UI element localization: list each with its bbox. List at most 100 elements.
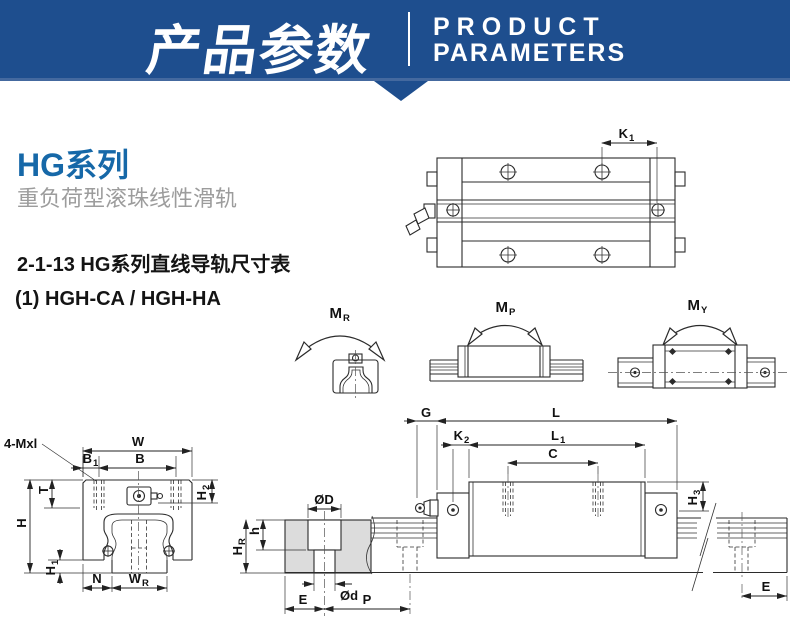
dim-label-w: W bbox=[132, 434, 145, 449]
banner-pointer-triangle bbox=[374, 81, 428, 101]
dim-label-e-end: E bbox=[762, 579, 771, 594]
dim-h2: H 2 bbox=[158, 479, 218, 504]
grease-nipple-side-icon bbox=[414, 499, 439, 517]
dim-k2: K 2 bbox=[441, 428, 470, 502]
dim-label-k2: K bbox=[454, 428, 464, 443]
dim-label-k2-sub: 2 bbox=[464, 435, 469, 446]
dim-wr: W R bbox=[111, 571, 168, 592]
carriage-front-mini bbox=[332, 350, 379, 400]
dim-h: H bbox=[14, 479, 112, 574]
page-title-en-line1: PRODUCT bbox=[433, 13, 606, 41]
dim-label-p: P bbox=[363, 592, 372, 607]
rail-cross-section: ØD h H R Ød bbox=[230, 492, 411, 616]
dim-label-l1-sub: 1 bbox=[560, 435, 566, 446]
carriage-thread-holes bbox=[502, 474, 604, 520]
header-banner: 产品参数 PRODUCT PARAMETERS bbox=[0, 0, 790, 81]
dim-label-h1-sub: 1 bbox=[50, 559, 61, 565]
dim-e-end: E bbox=[741, 576, 788, 601]
dim-label-e-rail: E bbox=[299, 592, 308, 607]
carriage-top-mini bbox=[608, 344, 788, 389]
dim-label-k1: K bbox=[619, 126, 629, 141]
dim-l: L bbox=[436, 405, 678, 490]
arrowhead-left bbox=[294, 340, 312, 362]
hidden-rail-hole-left bbox=[396, 520, 424, 572]
moment-roll-label-sub: R bbox=[343, 313, 350, 324]
dim-label-g: G bbox=[421, 405, 431, 420]
dim-p: P bbox=[323, 574, 411, 614]
dim-label-h2-sub: 2 bbox=[201, 485, 212, 490]
page-title-cn: 产品参数 bbox=[143, 21, 376, 81]
dim-label-k1-sub: 1 bbox=[629, 133, 635, 144]
moment-pitch-arc bbox=[473, 325, 537, 338]
moment-yaw-diagram: M Y bbox=[608, 297, 788, 389]
dim-label-c: C bbox=[548, 446, 558, 461]
dim-dD: ØD bbox=[307, 492, 342, 518]
carriage-body bbox=[468, 481, 646, 557]
dim-label-h-small: h bbox=[247, 527, 262, 535]
dim-label-t: T bbox=[36, 486, 51, 494]
moment-roll-diagram: M R bbox=[294, 305, 386, 400]
dim-g: G bbox=[404, 405, 438, 498]
dim-h1: H 1 bbox=[43, 549, 83, 584]
grease-nipple-icon bbox=[405, 203, 436, 236]
dim-label-l1: L bbox=[551, 428, 559, 443]
header-divider bbox=[408, 12, 410, 66]
dim-label-h2: H bbox=[194, 491, 209, 500]
dim-h-small: h bbox=[247, 519, 306, 551]
carriage-top-view: K 1 bbox=[405, 126, 686, 268]
dim-label-bolt-note: 4-Mxl bbox=[4, 436, 37, 451]
front-cross-section: W 4-Mxl B 1 B bbox=[4, 434, 218, 592]
dimension-table-title: 2-1-13 HG系列直线导轨尺寸表 bbox=[17, 254, 291, 276]
moment-yaw-label-sub: Y bbox=[701, 305, 708, 316]
model-designation: (1) HGH-CA / HGH-HA bbox=[15, 288, 221, 310]
dim-label-h3-sub: 3 bbox=[692, 490, 703, 495]
side-view: G L K 2 L 1 bbox=[285, 405, 788, 601]
grease-nipple-front-icon bbox=[126, 486, 164, 506]
end-cap-right bbox=[644, 492, 678, 559]
dim-l1: L 1 bbox=[468, 428, 646, 478]
dim-hr: H R bbox=[230, 519, 285, 574]
arrowhead-right bbox=[527, 327, 544, 347]
break-line bbox=[366, 515, 375, 575]
series-subtitle: 重负荷型滚珠线性滑轨 bbox=[17, 186, 238, 211]
arrowhead-left bbox=[466, 327, 483, 347]
moment-yaw-arc bbox=[668, 325, 732, 338]
mounting-holes bbox=[446, 163, 665, 264]
dim-label-h: H bbox=[14, 518, 29, 527]
dim-h3: H 3 bbox=[647, 481, 709, 512]
dim-label-dd: Ød bbox=[340, 588, 358, 603]
arrowhead-right bbox=[722, 327, 739, 347]
dim-label-b: B bbox=[135, 451, 144, 466]
dim-label-b1-sub: 1 bbox=[93, 458, 99, 469]
moment-pitch-diagram: M P bbox=[429, 299, 584, 382]
break-line bbox=[699, 502, 717, 557]
dim-label-n: N bbox=[92, 571, 101, 586]
moment-pitch-label: M bbox=[496, 299, 509, 316]
page-title-en: PRODUCT PARAMETERS bbox=[433, 14, 626, 66]
dim-k1: K 1 bbox=[601, 126, 658, 203]
dim-bolt-note: 4-Mxl bbox=[4, 436, 97, 482]
arrowhead-right bbox=[368, 340, 386, 362]
dimension-drawings: W 4-Mxl B 1 B bbox=[4, 405, 788, 616]
dim-b: B bbox=[98, 451, 177, 477]
break-line bbox=[691, 537, 709, 592]
carriage-side-mini bbox=[457, 345, 551, 378]
dim-label-hr-sub: R bbox=[237, 538, 248, 545]
dim-label-wr: W bbox=[129, 571, 142, 586]
moment-pitch-label-sub: P bbox=[509, 307, 516, 318]
dim-label-wr-sub: R bbox=[142, 578, 149, 589]
dim-dd: Ød bbox=[302, 581, 358, 603]
dim-label-b1: B bbox=[83, 451, 92, 466]
dim-n: N bbox=[82, 564, 113, 592]
moment-yaw-label: M bbox=[688, 297, 701, 314]
carriage-top-view-diagram: K 1 bbox=[405, 126, 686, 268]
hidden-rail-hole-right bbox=[728, 512, 756, 580]
arrowhead-left bbox=[661, 327, 678, 347]
dim-label-dD: ØD bbox=[314, 492, 334, 507]
series-title: HG系列 bbox=[17, 147, 130, 183]
dim-label-hr: H bbox=[230, 546, 245, 555]
dim-e-rail: E bbox=[284, 576, 325, 614]
dim-label-l: L bbox=[552, 405, 560, 420]
dim-label-h1: H bbox=[43, 566, 58, 575]
